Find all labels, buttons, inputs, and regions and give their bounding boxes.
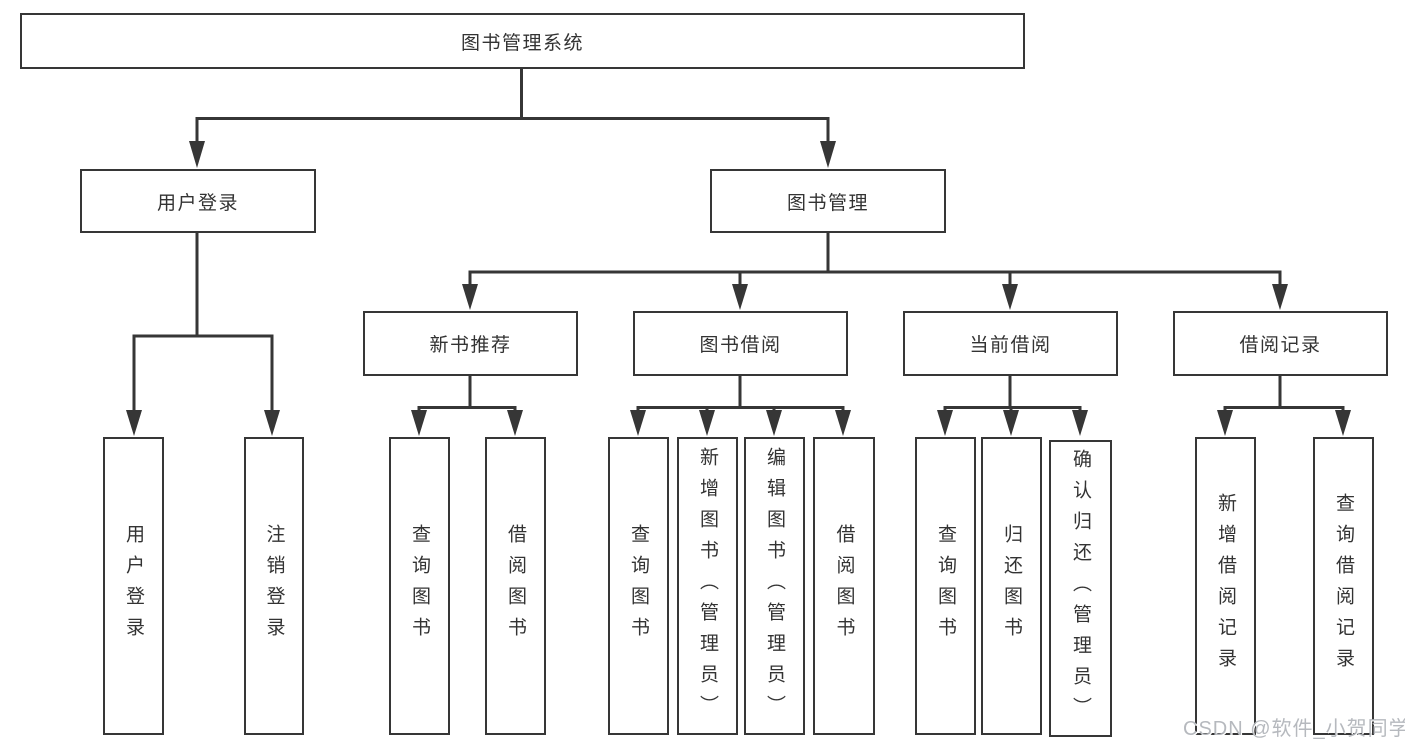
leaf-query-borrow-record: 查询借阅记录 bbox=[1313, 437, 1374, 735]
leaf-add-borrow-record: 新增借阅记录 bbox=[1195, 437, 1256, 735]
node-current-borrow: 当前借阅 bbox=[903, 311, 1118, 376]
node-label: 当前借阅 bbox=[969, 335, 1052, 356]
node-label: 查询图书 bbox=[935, 524, 956, 648]
node-label: 图书管理 bbox=[786, 192, 869, 214]
node-label: 查询图书 bbox=[409, 524, 430, 648]
leaf-query-book-recommend: 查询图书 bbox=[389, 437, 450, 735]
leaf-borrow-book-recommend: 借阅图书 bbox=[485, 437, 546, 735]
node-user-login: 用户登录 bbox=[80, 169, 316, 233]
node-label: 借阅记录 bbox=[1239, 335, 1322, 356]
node-system-root: 图书管理系统 bbox=[20, 13, 1025, 69]
leaf-return-book: 归还图书 bbox=[981, 437, 1042, 735]
node-label: 新增借阅记录 bbox=[1215, 493, 1236, 679]
node-book-management: 图书管理 bbox=[710, 169, 946, 233]
node-label: 借阅图书 bbox=[833, 524, 855, 648]
node-label: 用户登录 bbox=[156, 192, 239, 214]
leaf-logout: 注销登录 bbox=[244, 437, 304, 735]
leaf-edit-book-admin: 编辑图书（管理员） bbox=[744, 437, 805, 735]
leaf-query-book-current: 查询图书 bbox=[915, 437, 976, 735]
node-new-book-recommend: 新书推荐 bbox=[363, 311, 578, 376]
node-label: 借阅图书 bbox=[505, 524, 526, 648]
leaf-query-book-borrow: 查询图书 bbox=[608, 437, 669, 735]
node-label: 查询图书 bbox=[628, 524, 649, 648]
leaf-borrow-book: 借阅图书 bbox=[813, 437, 875, 735]
node-label: 图书管理系统 bbox=[460, 32, 584, 54]
leaf-add-book-admin: 新增图书（管理员） bbox=[677, 437, 738, 735]
csdn-watermark: CSDN @软件_小贺同学 bbox=[1183, 718, 1405, 740]
node-label: 用户登录 bbox=[123, 524, 144, 648]
node-label: 查询借阅记录 bbox=[1333, 493, 1354, 679]
node-borrow-records: 借阅记录 bbox=[1173, 311, 1388, 376]
node-book-borrow: 图书借阅 bbox=[633, 311, 848, 376]
node-label: 图书借阅 bbox=[699, 335, 782, 356]
node-label: 新书推荐 bbox=[429, 335, 512, 356]
node-label: 注销登录 bbox=[263, 524, 285, 648]
node-label: 编辑图书（管理员） bbox=[764, 446, 785, 726]
node-label: 新增图书（管理员） bbox=[697, 446, 718, 726]
leaf-user-login: 用户登录 bbox=[103, 437, 164, 735]
node-label: 确认归还（管理员） bbox=[1070, 449, 1091, 728]
leaf-confirm-return-admin: 确认归还（管理员） bbox=[1049, 440, 1112, 737]
node-label: 归还图书 bbox=[1001, 524, 1022, 648]
